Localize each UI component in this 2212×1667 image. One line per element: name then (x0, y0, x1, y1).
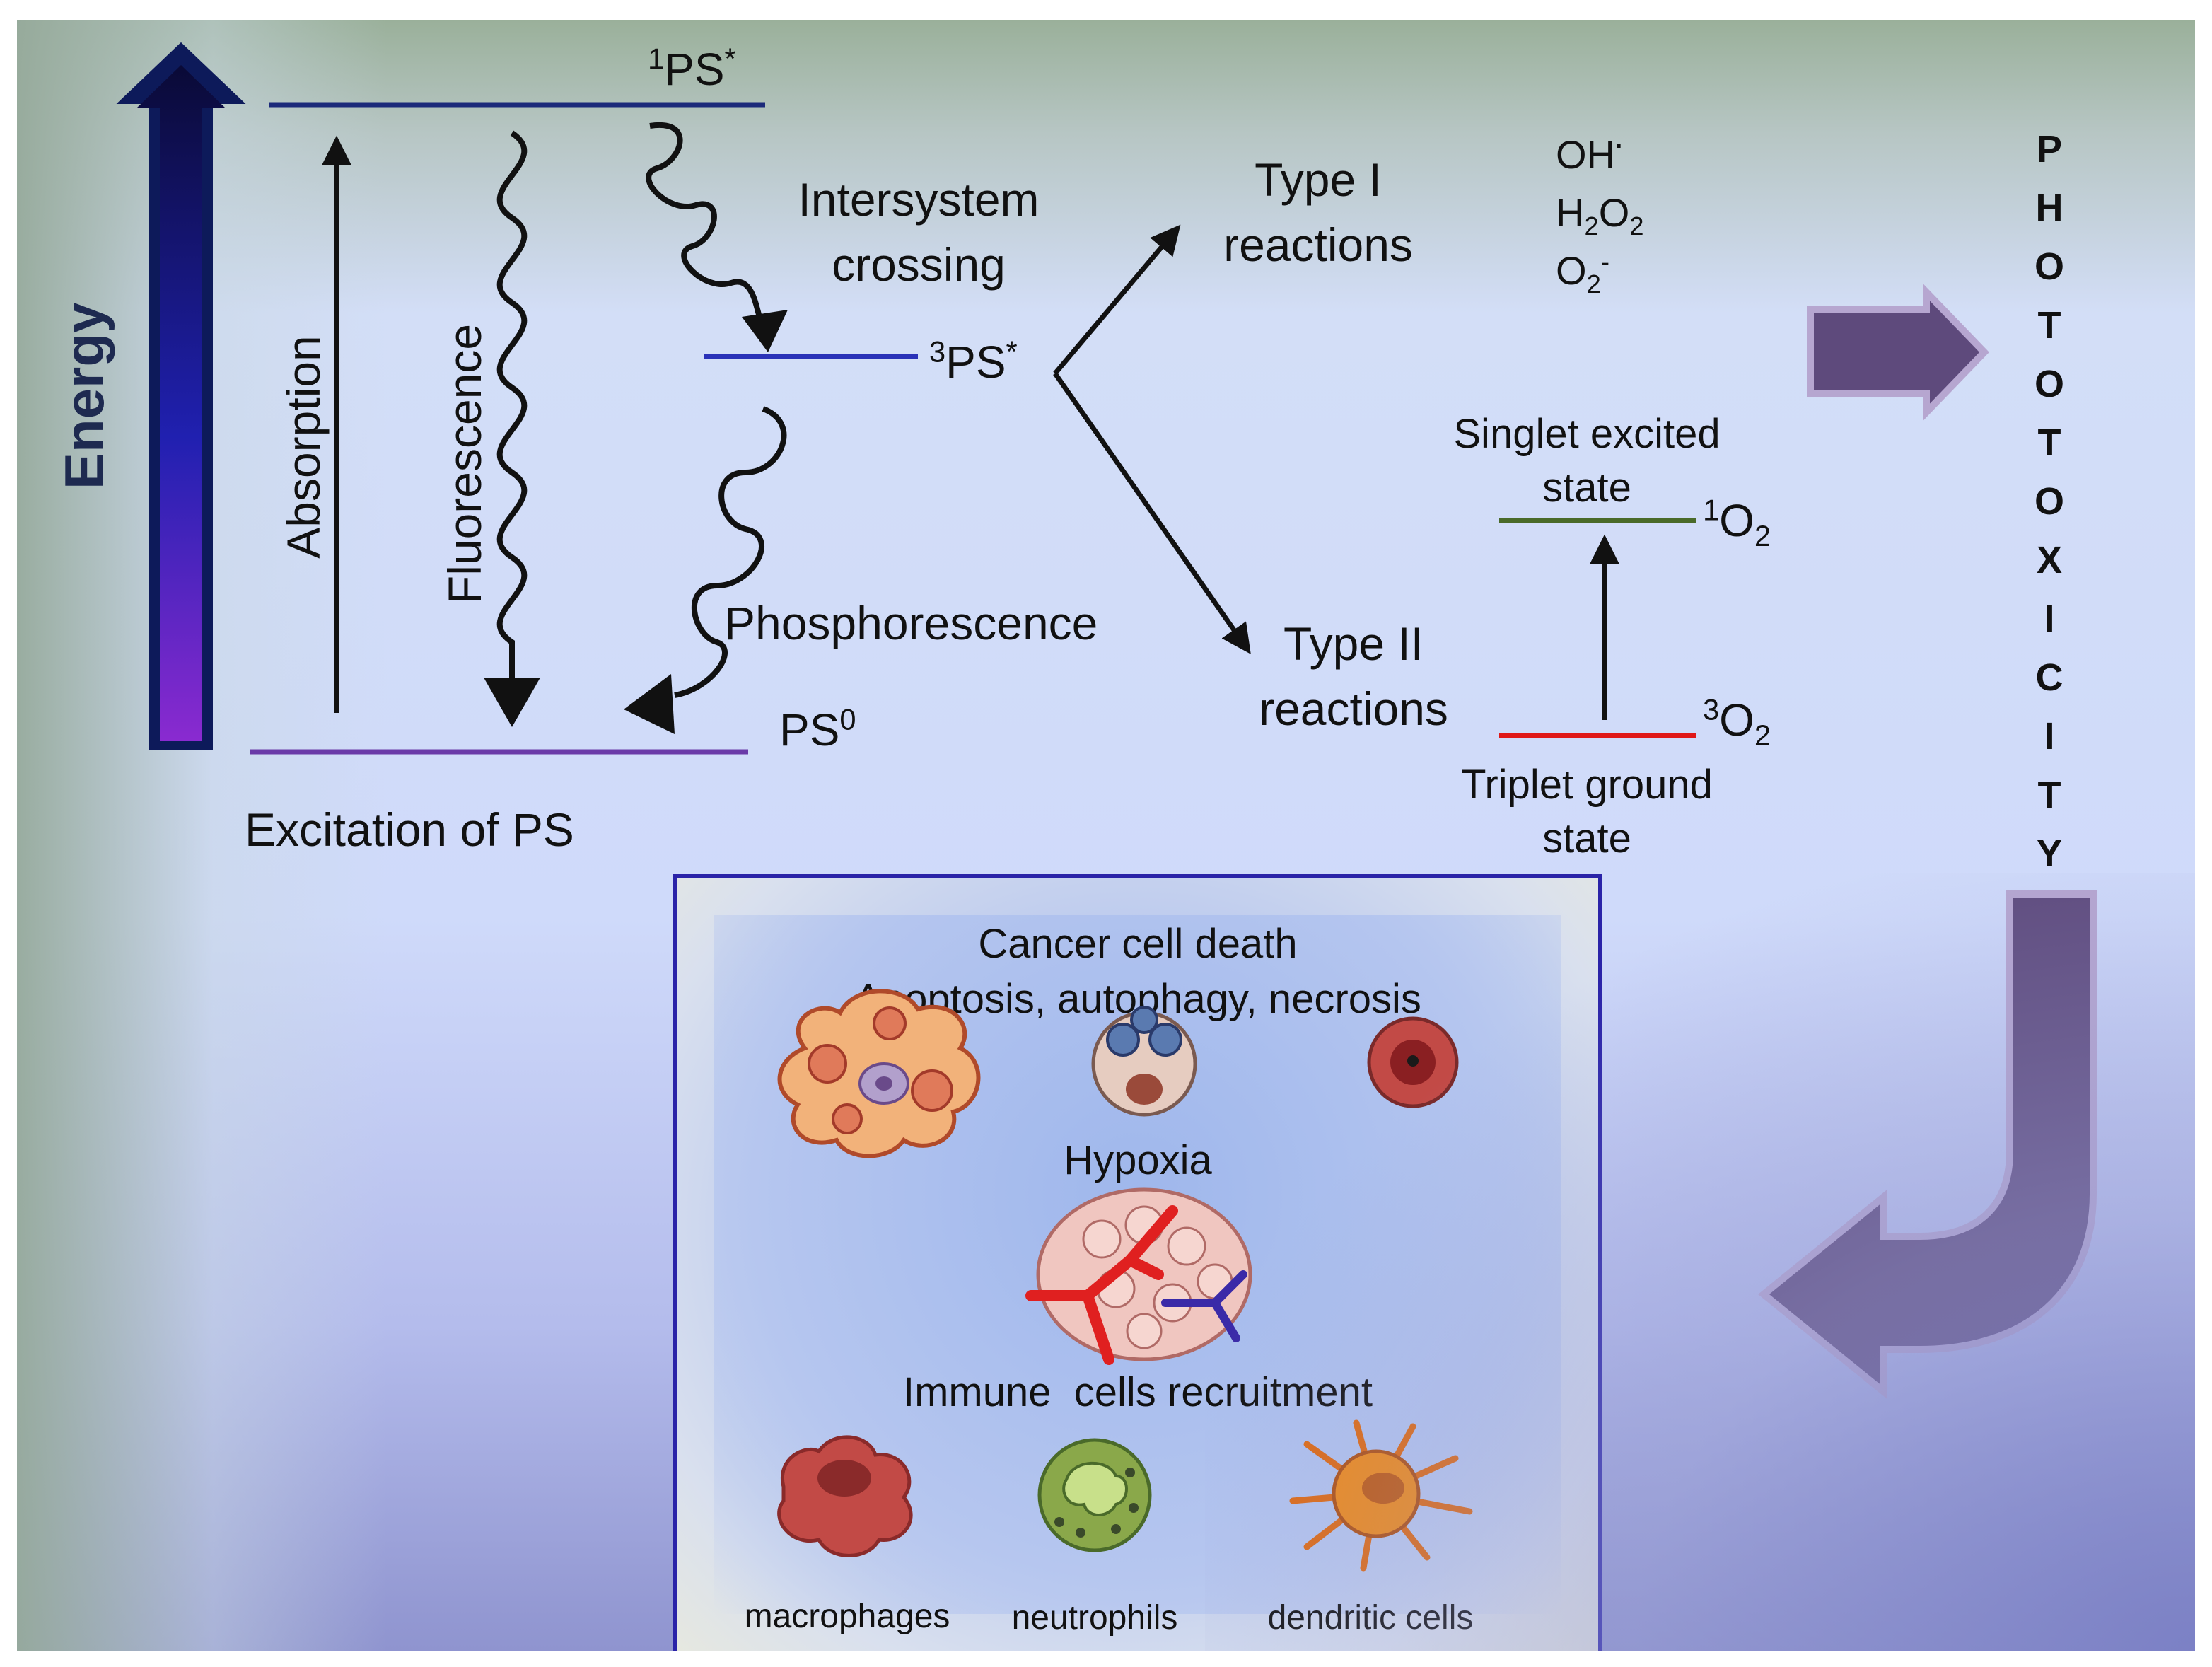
diagram-panel: Energy 1PS* 3PS* PS0 Absorption Fluoresc… (17, 20, 2195, 1651)
singlet-oxygen-label: 1O2 (1703, 493, 1771, 552)
phosphorescence-arrow (624, 406, 787, 734)
autophagy-cell-icon (777, 989, 981, 1158)
macrophages-label: macrophages (744, 1598, 950, 1635)
biological-outcome-box: Cancer cell death Apoptosis, autophagy, … (673, 874, 1602, 1651)
hypoxia-label: Hypoxia (1064, 1137, 1212, 1183)
phosphorescence-label: Phosphorescence (724, 597, 1098, 649)
hydroxyl-radical: OH· (1556, 131, 1624, 177)
ground-ps-label: PS0 (779, 702, 856, 755)
macrophage-icon (777, 1435, 913, 1557)
phototoxicity-return-arrow (1758, 890, 2097, 1400)
hydrogen-peroxide: H2O2 (1556, 190, 1644, 241)
type1-reactions-label: Type I reactions (1223, 153, 1413, 271)
necrotic-cell-icon (1367, 1016, 1459, 1108)
type2-reactions-label: Type II reactions (1259, 617, 1448, 735)
triplet-oxygen-label: 3O2 (1703, 692, 1771, 752)
fluorescence-label: Fluorescence (438, 323, 491, 605)
excitation-caption: Excitation of PS (245, 803, 574, 856)
type1-branch-arrow (1053, 224, 1181, 376)
singlet-excited-state-label: Singlet excited state (1453, 411, 1721, 511)
phototoxicity-label: P H O T O T O X I C I T Y (2034, 128, 2064, 875)
type2-branch-arrow (1053, 371, 1251, 654)
fluorescence-arrow (484, 130, 540, 727)
energy-axis-arrow (116, 42, 246, 750)
triplet-excited-ps-label: 3PS* (929, 335, 1018, 388)
neutrophils-label: neutrophils (1011, 1599, 1178, 1637)
intersystem-crossing-arrow (646, 122, 788, 352)
outcome-illustrations (777, 989, 1473, 1572)
triplet-ground-state-label: Triplet ground state (1461, 762, 1713, 861)
superoxide: O2- (1556, 247, 1609, 299)
dendritic-cell-icon (1289, 1419, 1473, 1572)
immune-recruitment-label: Immune cells recruitment (903, 1369, 1373, 1415)
hypoxic-tumor-icon (1025, 1187, 1252, 1365)
energy-axis-label: Energy (53, 302, 115, 489)
dendritic-cells-label: dendritic cells (1267, 1599, 1474, 1637)
singlet-excited-ps-label: 1PS* (648, 42, 736, 95)
ros-species-list: OH· H2O2 O2- (1556, 126, 1644, 300)
diagram-drawing (116, 42, 2097, 1400)
neutrophil-icon (1037, 1438, 1152, 1552)
apoptotic-cell-icon (1091, 1006, 1197, 1117)
phototoxicity-right-arrow (1807, 283, 1989, 422)
absorption-label: Absorption (277, 335, 330, 559)
intersystem-crossing-label: Intersystem crossing (798, 173, 1040, 291)
